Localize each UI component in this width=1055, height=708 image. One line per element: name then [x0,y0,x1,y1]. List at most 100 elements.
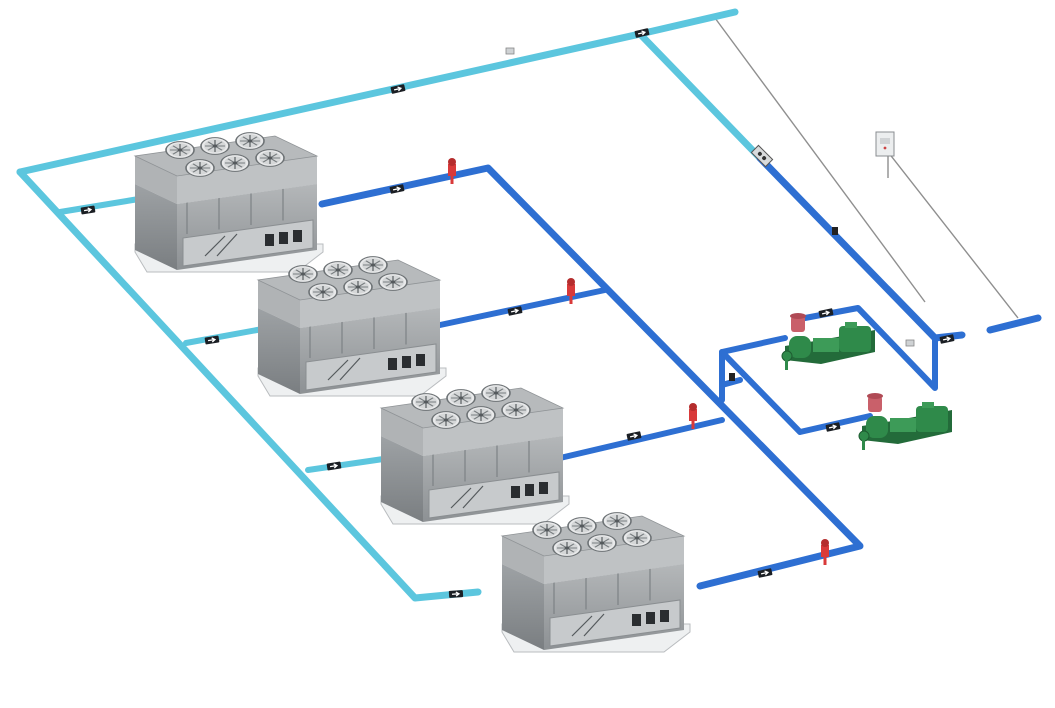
control-valve [821,539,829,565]
chiller-upper-front [544,536,684,584]
isolation-valve [791,316,805,332]
control-wire [887,149,1019,319]
pump-manifold [719,349,873,435]
control-panel-icon [875,131,895,157]
sensor-icon [729,373,735,381]
supply-branch [57,195,148,215]
fan-icon [235,131,265,151]
refrigerant-piping [327,357,361,381]
fan-icon [323,260,353,280]
fan-icon [200,136,230,156]
control-valves [448,158,829,565]
return-branch [437,287,608,328]
compressor-box [539,482,548,494]
fan-icon [622,528,652,548]
pump-assembly [781,313,875,370]
fan-icon [466,405,496,425]
gauge-stem [862,440,865,450]
control-valve [448,158,456,184]
supply-pipe [636,30,764,162]
pressure-gauge-icon [858,430,870,442]
supply-branch [305,455,393,473]
return-header [318,154,1042,590]
gauge-stem [785,360,788,370]
supply-branch [183,325,271,346]
fan-icon [567,516,597,536]
control-valve [689,403,697,429]
supply-pipe [16,8,739,176]
compressor-bay [305,343,437,391]
isolation-valve [868,396,882,412]
fan-icon [288,264,318,284]
return-pipe [318,164,864,590]
fan-icon [532,520,562,540]
chiller-upper-front [300,280,440,328]
fan-icon [602,511,632,531]
valve-flange [867,393,883,399]
control-wiring [714,17,1019,319]
pump-volute [789,336,811,358]
refrigerant-piping [450,485,484,509]
sensor-icon [832,227,838,235]
chiller-group [133,131,691,653]
pump-volute [866,416,888,438]
fan-icon [378,272,408,292]
pump-group [781,313,952,450]
fan-icon [501,400,531,420]
fan-icon [220,153,250,173]
pump-motor [916,406,948,432]
control-wire [714,17,926,303]
compressor-box [265,234,274,246]
flow-arrow-icon [325,460,343,472]
fan-icon [481,383,511,403]
compressor-box [632,614,641,626]
compressor-box [293,230,302,242]
compressor-box [402,356,411,368]
chiller-side-panel [258,308,300,394]
return-branch [557,417,725,461]
compressor-bay [428,471,560,519]
return-pipe [986,314,1042,334]
compressor-box [525,484,534,496]
pump-motor [839,326,871,352]
fan-icon [308,282,338,302]
sensor-icon [905,339,915,347]
refrigerant-piping [571,613,605,637]
flow-meter [750,144,774,168]
refrigerant-piping [204,233,238,257]
fan-icon [411,392,441,412]
compressor-box [646,612,655,624]
pump-coupling [890,418,916,432]
chiller-unit [133,131,324,273]
instruments [505,47,915,381]
compressor-box [416,354,425,366]
flow-arrow-icon [633,27,651,39]
pressure-gauge-icon [781,350,793,362]
chiller-side-panel [135,184,177,270]
chiller-side-panel [502,564,544,650]
compressor-box [388,358,397,370]
motor-terminal-box [845,322,857,328]
chiller-side-panel [381,436,423,522]
pump-coupling [813,338,839,352]
fan-icon [587,533,617,553]
fan-icon [165,140,195,160]
compressor-box [279,232,288,244]
fan-icon [343,277,373,297]
flow-arrow-icon [817,307,835,319]
chiller-unit [379,383,570,525]
chiller-upper-side [381,408,423,456]
chiller-upper-front [423,408,563,456]
fan-icon [552,538,582,558]
pump-assembly [858,393,952,450]
compressor-box [511,486,520,498]
chiller-upper-side [135,156,177,204]
control-valve [567,278,575,304]
chiller-upper-side [502,536,544,584]
fan-icon [185,158,215,178]
valve-flange [790,313,806,319]
compressor-bay [549,599,681,647]
chiller-upper-front [177,156,317,204]
motor-terminal-box [922,402,934,408]
